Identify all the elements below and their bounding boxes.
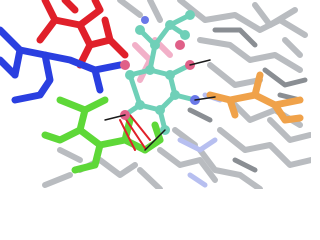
molecular-structure-image bbox=[0, 0, 311, 189]
molecular-render-frame bbox=[0, 0, 311, 189]
green-residue-sticks bbox=[41, 96, 164, 174]
gray-backbone-sticks bbox=[42, 0, 311, 189]
hydrogen-bond-lines bbox=[104, 59, 216, 151]
red-residue-sticks bbox=[36, 0, 129, 69]
orange-residue-sticks bbox=[206, 71, 304, 124]
red-thin-lines bbox=[119, 114, 151, 151]
blue-residue-sticks bbox=[0, 26, 124, 104]
